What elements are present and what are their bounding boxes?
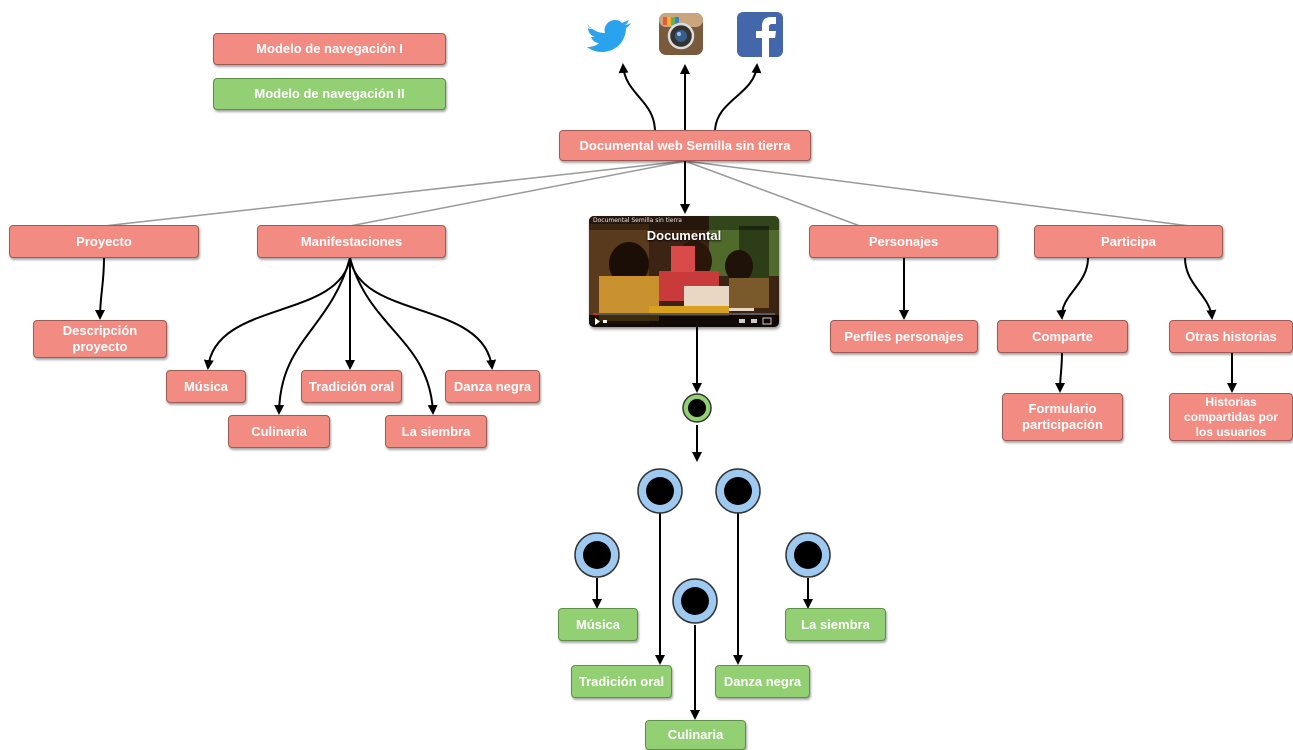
model2-node-musica[interactable]: Música xyxy=(558,608,638,641)
video-title: Documental xyxy=(646,228,722,243)
node-tradicion[interactable]: Tradición oral xyxy=(301,370,402,403)
node-musica[interactable]: Música xyxy=(166,370,246,403)
node-personajes[interactable]: Personajes xyxy=(809,225,998,258)
node-comparte[interactable]: Comparte xyxy=(997,320,1128,353)
video-controls[interactable] xyxy=(589,315,779,327)
twitter-icon[interactable] xyxy=(587,20,631,52)
model2-circle-culinaria[interactable] xyxy=(672,578,718,624)
facebook-icon[interactable] xyxy=(737,12,783,57)
model2-node-culinaria[interactable]: Culinaria xyxy=(645,720,746,750)
legend-model2: Modelo de navegación II xyxy=(213,78,446,110)
root-node[interactable]: Documental web Semilla sin tierra xyxy=(559,130,811,161)
node-participa[interactable]: Participa xyxy=(1034,225,1223,258)
model2-circle-siembra[interactable] xyxy=(785,532,831,578)
video-still xyxy=(589,216,779,327)
root-branch-lines xyxy=(103,160,1191,227)
participa-arrows xyxy=(1055,257,1237,393)
legend-model1: Modelo de navegación I xyxy=(213,33,446,65)
node-manifestaciones[interactable]: Manifestaciones xyxy=(257,225,446,258)
documental-video[interactable]: Documental Semilla sin tierra Documental xyxy=(589,216,779,327)
hub-node[interactable] xyxy=(682,393,712,423)
instagram-icon[interactable] xyxy=(659,13,703,55)
model2-circle-musica[interactable] xyxy=(574,532,620,578)
node-formulario[interactable]: Formulario participación xyxy=(1002,393,1123,441)
model2-node-danza[interactable]: Danza negra xyxy=(715,665,810,698)
proyecto-arrow xyxy=(95,257,106,320)
node-culinaria[interactable]: Culinaria xyxy=(228,415,330,448)
model2-arrows xyxy=(592,513,813,720)
model2-circle-danza[interactable] xyxy=(715,468,761,514)
video-caption: Documental Semilla sin tierra xyxy=(589,216,779,230)
play-icon[interactable] xyxy=(589,315,779,327)
node-perfiles[interactable]: Perfiles personajes xyxy=(830,320,978,353)
node-historias[interactable]: Historias compartidas por los usuarios xyxy=(1169,393,1293,441)
node-otras[interactable]: Otras historias xyxy=(1169,320,1293,353)
social-arrows xyxy=(618,63,762,133)
manifestaciones-arrows xyxy=(203,257,497,415)
node-danza[interactable]: Danza negra xyxy=(445,370,540,403)
model2-node-tradicion[interactable]: Tradición oral xyxy=(571,665,672,698)
node-descripcion[interactable]: Descripción proyecto xyxy=(33,320,167,358)
video-progress[interactable] xyxy=(593,313,775,315)
model2-circle-tradicion[interactable] xyxy=(637,468,683,514)
node-siembra[interactable]: La siembra xyxy=(385,415,487,448)
model2-node-siembra[interactable]: La siembra xyxy=(785,608,886,641)
node-proyecto[interactable]: Proyecto xyxy=(9,225,199,258)
